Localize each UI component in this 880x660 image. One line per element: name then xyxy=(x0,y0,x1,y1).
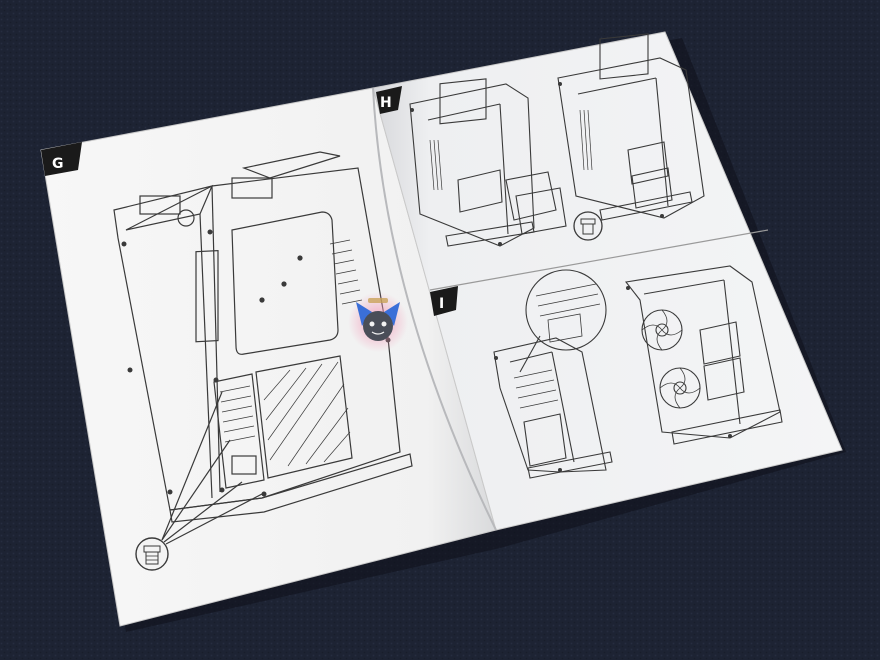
booklet-spine xyxy=(372,87,497,531)
magnify-detail-icon xyxy=(525,269,607,351)
right-page: H I xyxy=(372,31,843,531)
screw-detail-icon xyxy=(573,211,603,241)
step-label-h: H xyxy=(380,95,392,111)
step-label-g: G xyxy=(52,156,64,172)
drive-bracket-illustration xyxy=(409,33,705,247)
step-tab-i xyxy=(430,286,458,316)
step-label-i: I xyxy=(439,296,444,312)
screw-detail-icon xyxy=(135,537,169,571)
left-page: G xyxy=(40,87,497,627)
step-tab-h xyxy=(376,86,402,114)
mascot-watermark-icon xyxy=(348,292,408,352)
fan-install-illustration xyxy=(493,265,783,479)
panel-divider xyxy=(429,229,769,291)
step-tab-g xyxy=(41,142,82,176)
pc-case-side-panel-illustration xyxy=(113,151,413,545)
